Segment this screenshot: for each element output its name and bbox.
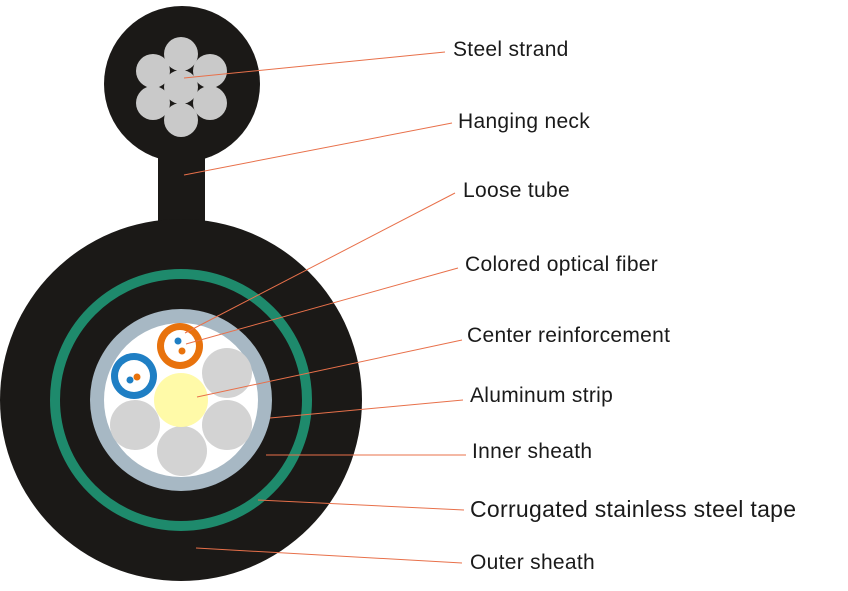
steel-wire	[164, 37, 198, 71]
corrugated-steel-tape	[50, 269, 312, 531]
filler-rod	[157, 426, 207, 476]
loose-tube-blue	[111, 353, 157, 399]
steel-wire	[193, 86, 227, 120]
leader-line-outer-sheath	[195, 547, 463, 564]
label-colored-optical-fiber: Colored optical fiber	[465, 253, 659, 276]
leader-line-loose-tube	[184, 192, 456, 334]
filler-rod	[110, 400, 160, 450]
steel-wire	[136, 86, 170, 120]
leader-line-center-reinforcement	[196, 339, 463, 398]
center-reinforcement	[154, 373, 208, 427]
label-aluminum-strip: Aluminum strip	[470, 384, 614, 407]
label-outer-sheath: Outer sheath	[470, 551, 596, 574]
label-hanging-neck: Hanging neck	[458, 110, 591, 133]
filler-rod	[202, 348, 252, 398]
filler-rods	[110, 348, 252, 476]
steel-wire	[164, 70, 198, 104]
steel-strand-wires	[136, 37, 227, 137]
optical-fiber	[126, 376, 134, 384]
label-steel-strand: Steel strand	[453, 38, 569, 61]
leader-line-colored-fiber	[185, 267, 459, 345]
label-corrugated-stainless-steel-tape: Corrugated stainless steel tape	[470, 496, 797, 522]
label-loose-tube: Loose tube	[463, 179, 570, 202]
leader-line-steel-strand	[183, 51, 446, 79]
leader-line-hanging-neck	[183, 122, 453, 176]
leader-lines	[183, 51, 466, 564]
steel-wire	[136, 54, 170, 88]
steel-wire	[193, 54, 227, 88]
optical-fiber	[178, 347, 186, 355]
optical-fiber	[133, 373, 141, 381]
leader-line-aluminum-strip	[269, 399, 464, 419]
label-center-reinforcement: Center reinforcement	[467, 324, 671, 347]
loose-tube-orange	[157, 323, 203, 369]
label-inner-sheath: Inner sheath	[472, 440, 593, 463]
leader-line-steel-tape	[257, 499, 465, 511]
steel-wire	[164, 103, 198, 137]
optical-fiber	[174, 337, 182, 345]
filler-rod	[202, 400, 252, 450]
